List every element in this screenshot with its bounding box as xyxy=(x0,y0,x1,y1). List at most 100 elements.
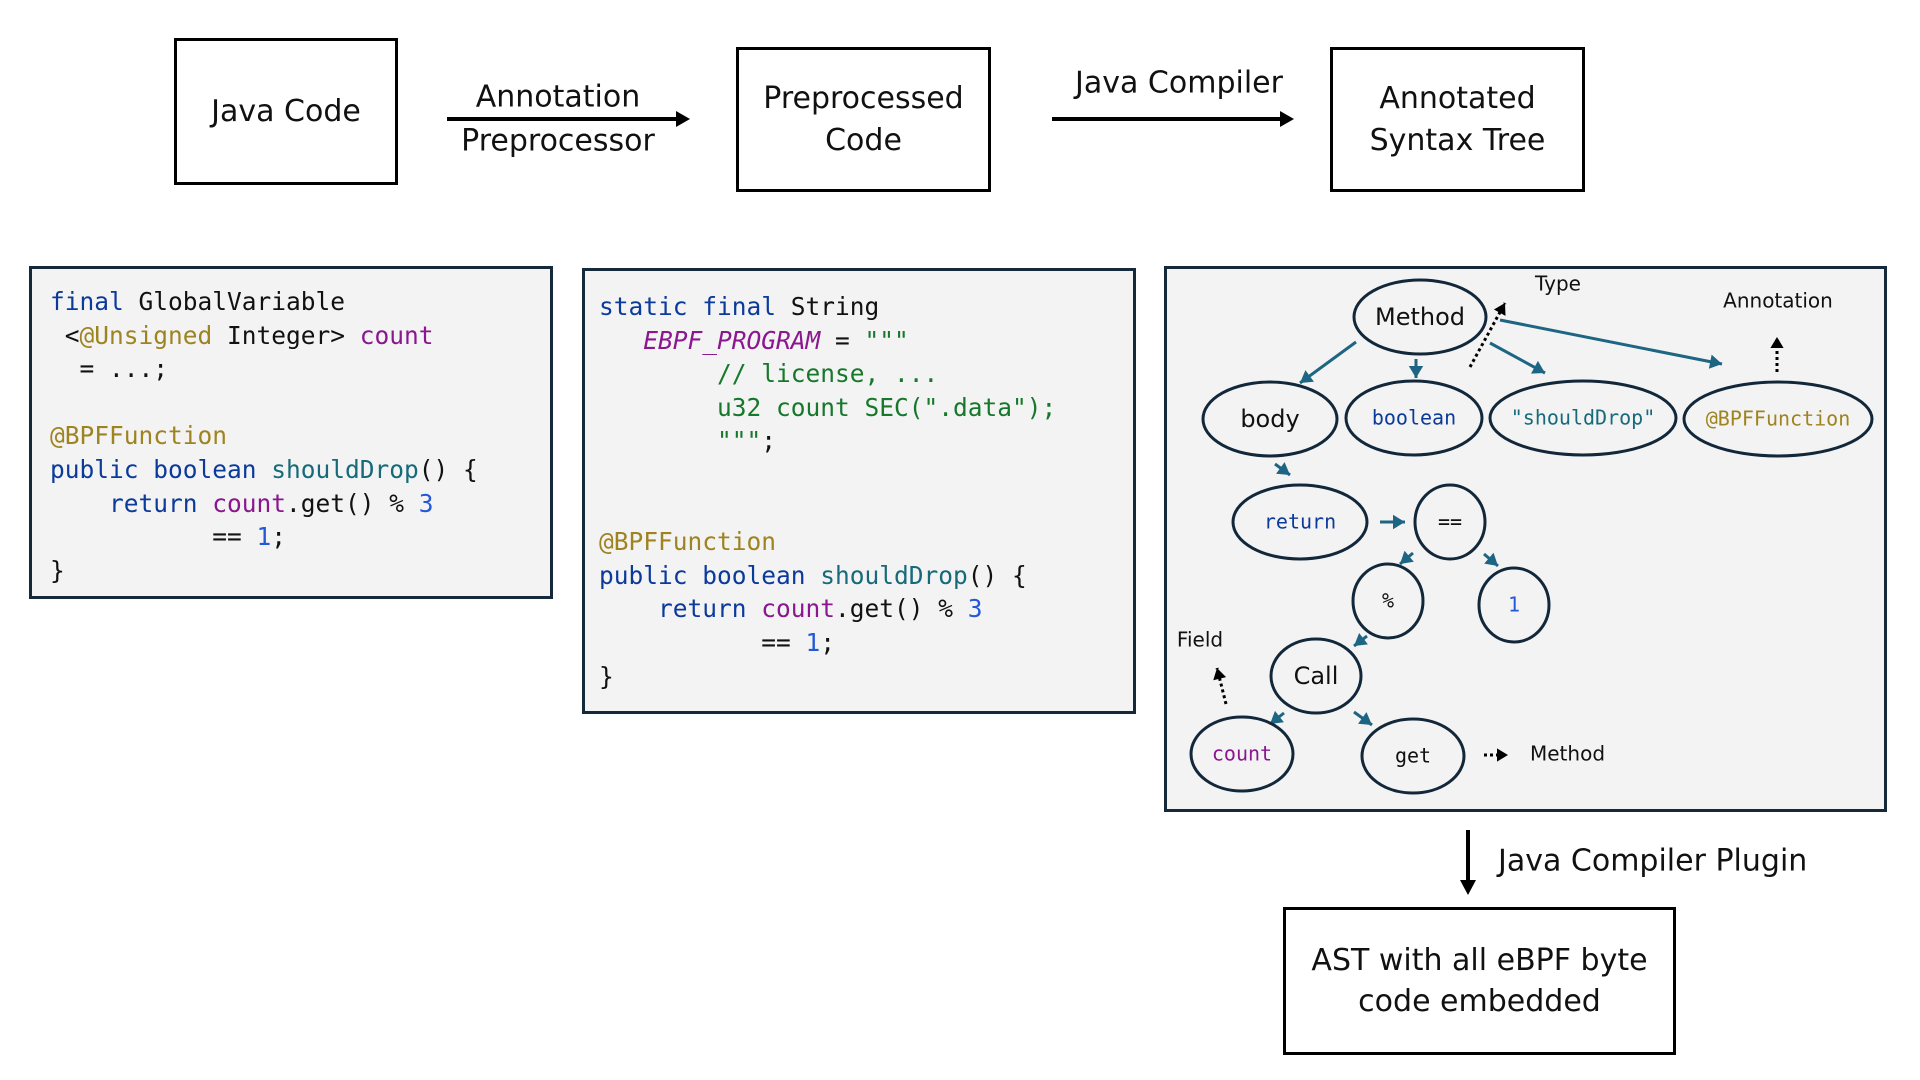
code-line: EBPF_PROGRAM = """ xyxy=(599,324,1056,358)
code-token: = ...; xyxy=(50,354,169,384)
code-line: public boolean shouldDrop() { xyxy=(50,453,478,487)
code-line: """; xyxy=(599,424,1056,458)
code-token: ; xyxy=(820,627,836,657)
code-token: = xyxy=(820,325,865,355)
ast-node-label-shouldDrop: "shouldDrop" xyxy=(1511,406,1656,430)
code-line: = ...; xyxy=(50,352,478,386)
code-token: String xyxy=(790,292,880,321)
code-line: @BPFFunction xyxy=(599,525,1056,559)
stage-preprocessed-line2: Code xyxy=(825,122,902,158)
code-token: @BPFFunction xyxy=(599,527,777,557)
ast-node-mod xyxy=(1351,562,1425,640)
ast-node-label-call: Call xyxy=(1294,662,1339,690)
stage-ast-with-ebpf: AST with all eBPF byte code embedded xyxy=(1283,907,1676,1055)
ast-node-label-count: count xyxy=(1212,742,1272,766)
code-token: public boolean xyxy=(50,454,272,484)
ast-node-eq xyxy=(1413,483,1487,561)
code-token: // license, ... xyxy=(599,359,939,389)
code-line: return count.get() % 3 xyxy=(599,592,1056,626)
code-token: } xyxy=(50,555,65,585)
code-token: 1 xyxy=(805,627,821,657)
code-token: count xyxy=(212,488,287,518)
type-link-label-get: Method xyxy=(1530,742,1605,766)
code-token: return xyxy=(50,488,213,518)
code-token: 3 xyxy=(967,594,983,624)
code-token: 1 xyxy=(256,522,272,552)
arrow1-label-top: Annotation xyxy=(475,79,641,115)
code-token: static final xyxy=(599,292,791,321)
code-token: < xyxy=(50,320,80,350)
code-token: GlobalVariable xyxy=(123,287,346,316)
code-line: @BPFFunction xyxy=(50,419,478,453)
ast-edge-eq-mod-head xyxy=(1399,550,1414,565)
code-token: == xyxy=(599,627,806,657)
code-token: Integer> xyxy=(212,320,360,350)
code-line: <@Unsigned Integer> count xyxy=(50,319,478,353)
ast-node-bpffunction xyxy=(1682,380,1874,458)
code-original: final GlobalVariable <@Unsigned Integer>… xyxy=(50,285,478,587)
code-line: == 1; xyxy=(599,626,1056,660)
code-token: return xyxy=(599,594,762,624)
stage-java-code-label: Java Code xyxy=(211,93,361,129)
code-token: ; xyxy=(761,426,777,456)
code-line: public boolean shouldDrop() { xyxy=(599,559,1056,593)
code-token: .get() % xyxy=(835,594,968,624)
code-line: } xyxy=(599,660,1056,694)
code-line: final GlobalVariable xyxy=(50,285,478,319)
ast-node-label-bpffunction: @BPFFunction xyxy=(1706,407,1851,431)
code-token: @Unsigned xyxy=(79,320,213,350)
ast-node-label-one: 1 xyxy=(1508,593,1520,617)
code-token: == xyxy=(50,522,257,552)
ast-edge-body-return-head xyxy=(1276,462,1291,476)
code-token: shouldDrop xyxy=(271,454,419,484)
ast-edge-mod-call-head xyxy=(1353,632,1368,647)
ast-node-boolean xyxy=(1344,379,1484,457)
code-token: () { xyxy=(967,560,1027,590)
stage-preprocessed-code: Preprocessed Code xyxy=(736,47,991,192)
ast-edge-eq-one-head xyxy=(1484,552,1499,567)
stage-ast-line2: code embedded xyxy=(1358,984,1601,1019)
stage-annotated-line2: Syntax Tree xyxy=(1369,122,1546,158)
code-token: count xyxy=(359,320,434,350)
ast-edge-method-body-head xyxy=(1299,370,1314,384)
stage-ast-line1: AST with all eBPF byte xyxy=(1311,942,1648,978)
ast-node-shouldDrop xyxy=(1488,379,1678,457)
ast-node-label-mod: % xyxy=(1382,589,1394,613)
code-token: 3 xyxy=(418,488,434,518)
code-token: """ xyxy=(864,325,909,355)
ast-node-count xyxy=(1189,715,1295,793)
ast-node-one xyxy=(1477,566,1551,644)
arrow3-label: Java Compiler Plugin xyxy=(1498,843,1808,879)
ast-node-method xyxy=(1352,278,1488,356)
type-link-boolean-head xyxy=(1493,303,1506,316)
ast-node-label-eq: == xyxy=(1438,510,1462,534)
type-link-label-bpffunction: Annotation xyxy=(1723,289,1833,313)
ast-node-label-return: return xyxy=(1264,510,1336,534)
code-panel-original: final GlobalVariable <@Unsigned Integer>… xyxy=(29,266,553,599)
code-token: EBPF_PROGRAM xyxy=(643,325,821,355)
ast-edge-return-eq-head xyxy=(1393,514,1406,530)
code-token: () { xyxy=(418,454,478,484)
ast-node-label-boolean: boolean xyxy=(1372,406,1456,430)
code-token: u32 count SEC(".data"); xyxy=(599,392,1057,422)
code-token: count xyxy=(761,594,836,624)
stage-annotated-line1: Annotated xyxy=(1379,81,1536,117)
ast-edge-method-shouldDrop-head xyxy=(1531,360,1546,374)
code-token: """ xyxy=(599,426,762,456)
code-token: final xyxy=(50,287,124,316)
ast-node-label-body: body xyxy=(1240,405,1299,433)
ast-node-call xyxy=(1269,637,1363,715)
type-link-label-count: Field xyxy=(1177,628,1223,652)
arrow2-label: Java Compiler xyxy=(1075,65,1283,101)
stage-java-code: Java Code xyxy=(174,38,398,185)
type-link-bpffunction-head xyxy=(1770,337,1784,348)
type-link-get-head xyxy=(1497,748,1508,762)
ast-edge-method-bpffunction xyxy=(1499,318,1723,366)
ast-edge-method-boolean-head xyxy=(1408,366,1424,379)
ast-node-get xyxy=(1360,717,1466,795)
code-token: public boolean xyxy=(599,560,821,590)
code-panel-preprocessed: static final String EBPF_PROGRAM = """ /… xyxy=(582,268,1136,714)
code-line: return count.get() % 3 xyxy=(50,487,478,521)
code-line: // license, ... xyxy=(599,357,1056,391)
